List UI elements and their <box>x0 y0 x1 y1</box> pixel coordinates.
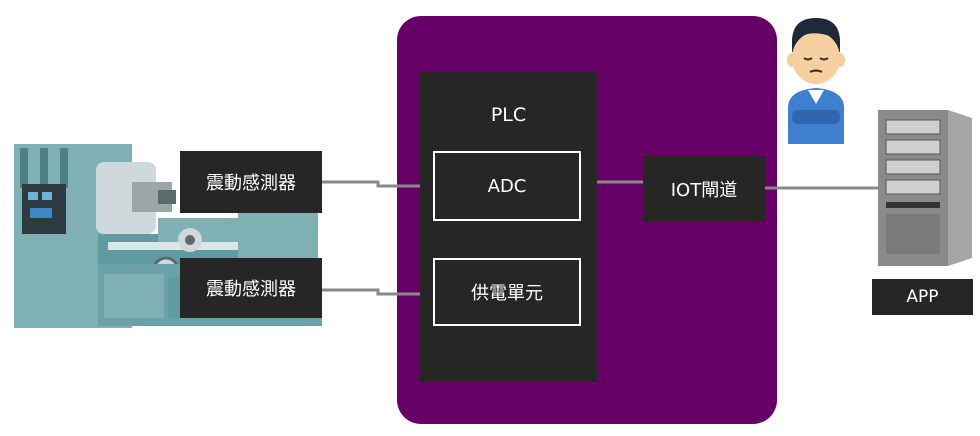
plc-block <box>420 72 597 382</box>
power-unit-label: 供電單元 <box>471 283 543 304</box>
server-tower-icon <box>878 110 972 266</box>
app-box: APP <box>872 279 973 315</box>
power-unit-box: 供電單元 <box>433 258 581 326</box>
plc-label: PLC <box>490 104 527 126</box>
vibration-sensor-top: 震動感測器 <box>180 151 322 213</box>
worker-person-icon <box>787 18 845 144</box>
vibration-sensor-bottom: 震動感測器 <box>180 258 322 318</box>
vibration-sensor-bottom-label: 震動感測器 <box>206 279 296 300</box>
connector-sensor-bottom-to-power <box>322 288 433 296</box>
connector-sensor-top-to-adc <box>322 180 433 188</box>
adc-box: ADC <box>433 151 581 221</box>
iot-gateway-box: IOT閘道 <box>643 155 765 222</box>
iot-gateway-label: IOT閘道 <box>670 179 738 201</box>
app-label: APP <box>906 287 939 307</box>
adc-label: ADC <box>487 175 527 197</box>
vibration-sensor-top-label: 震動感測器 <box>206 173 296 194</box>
